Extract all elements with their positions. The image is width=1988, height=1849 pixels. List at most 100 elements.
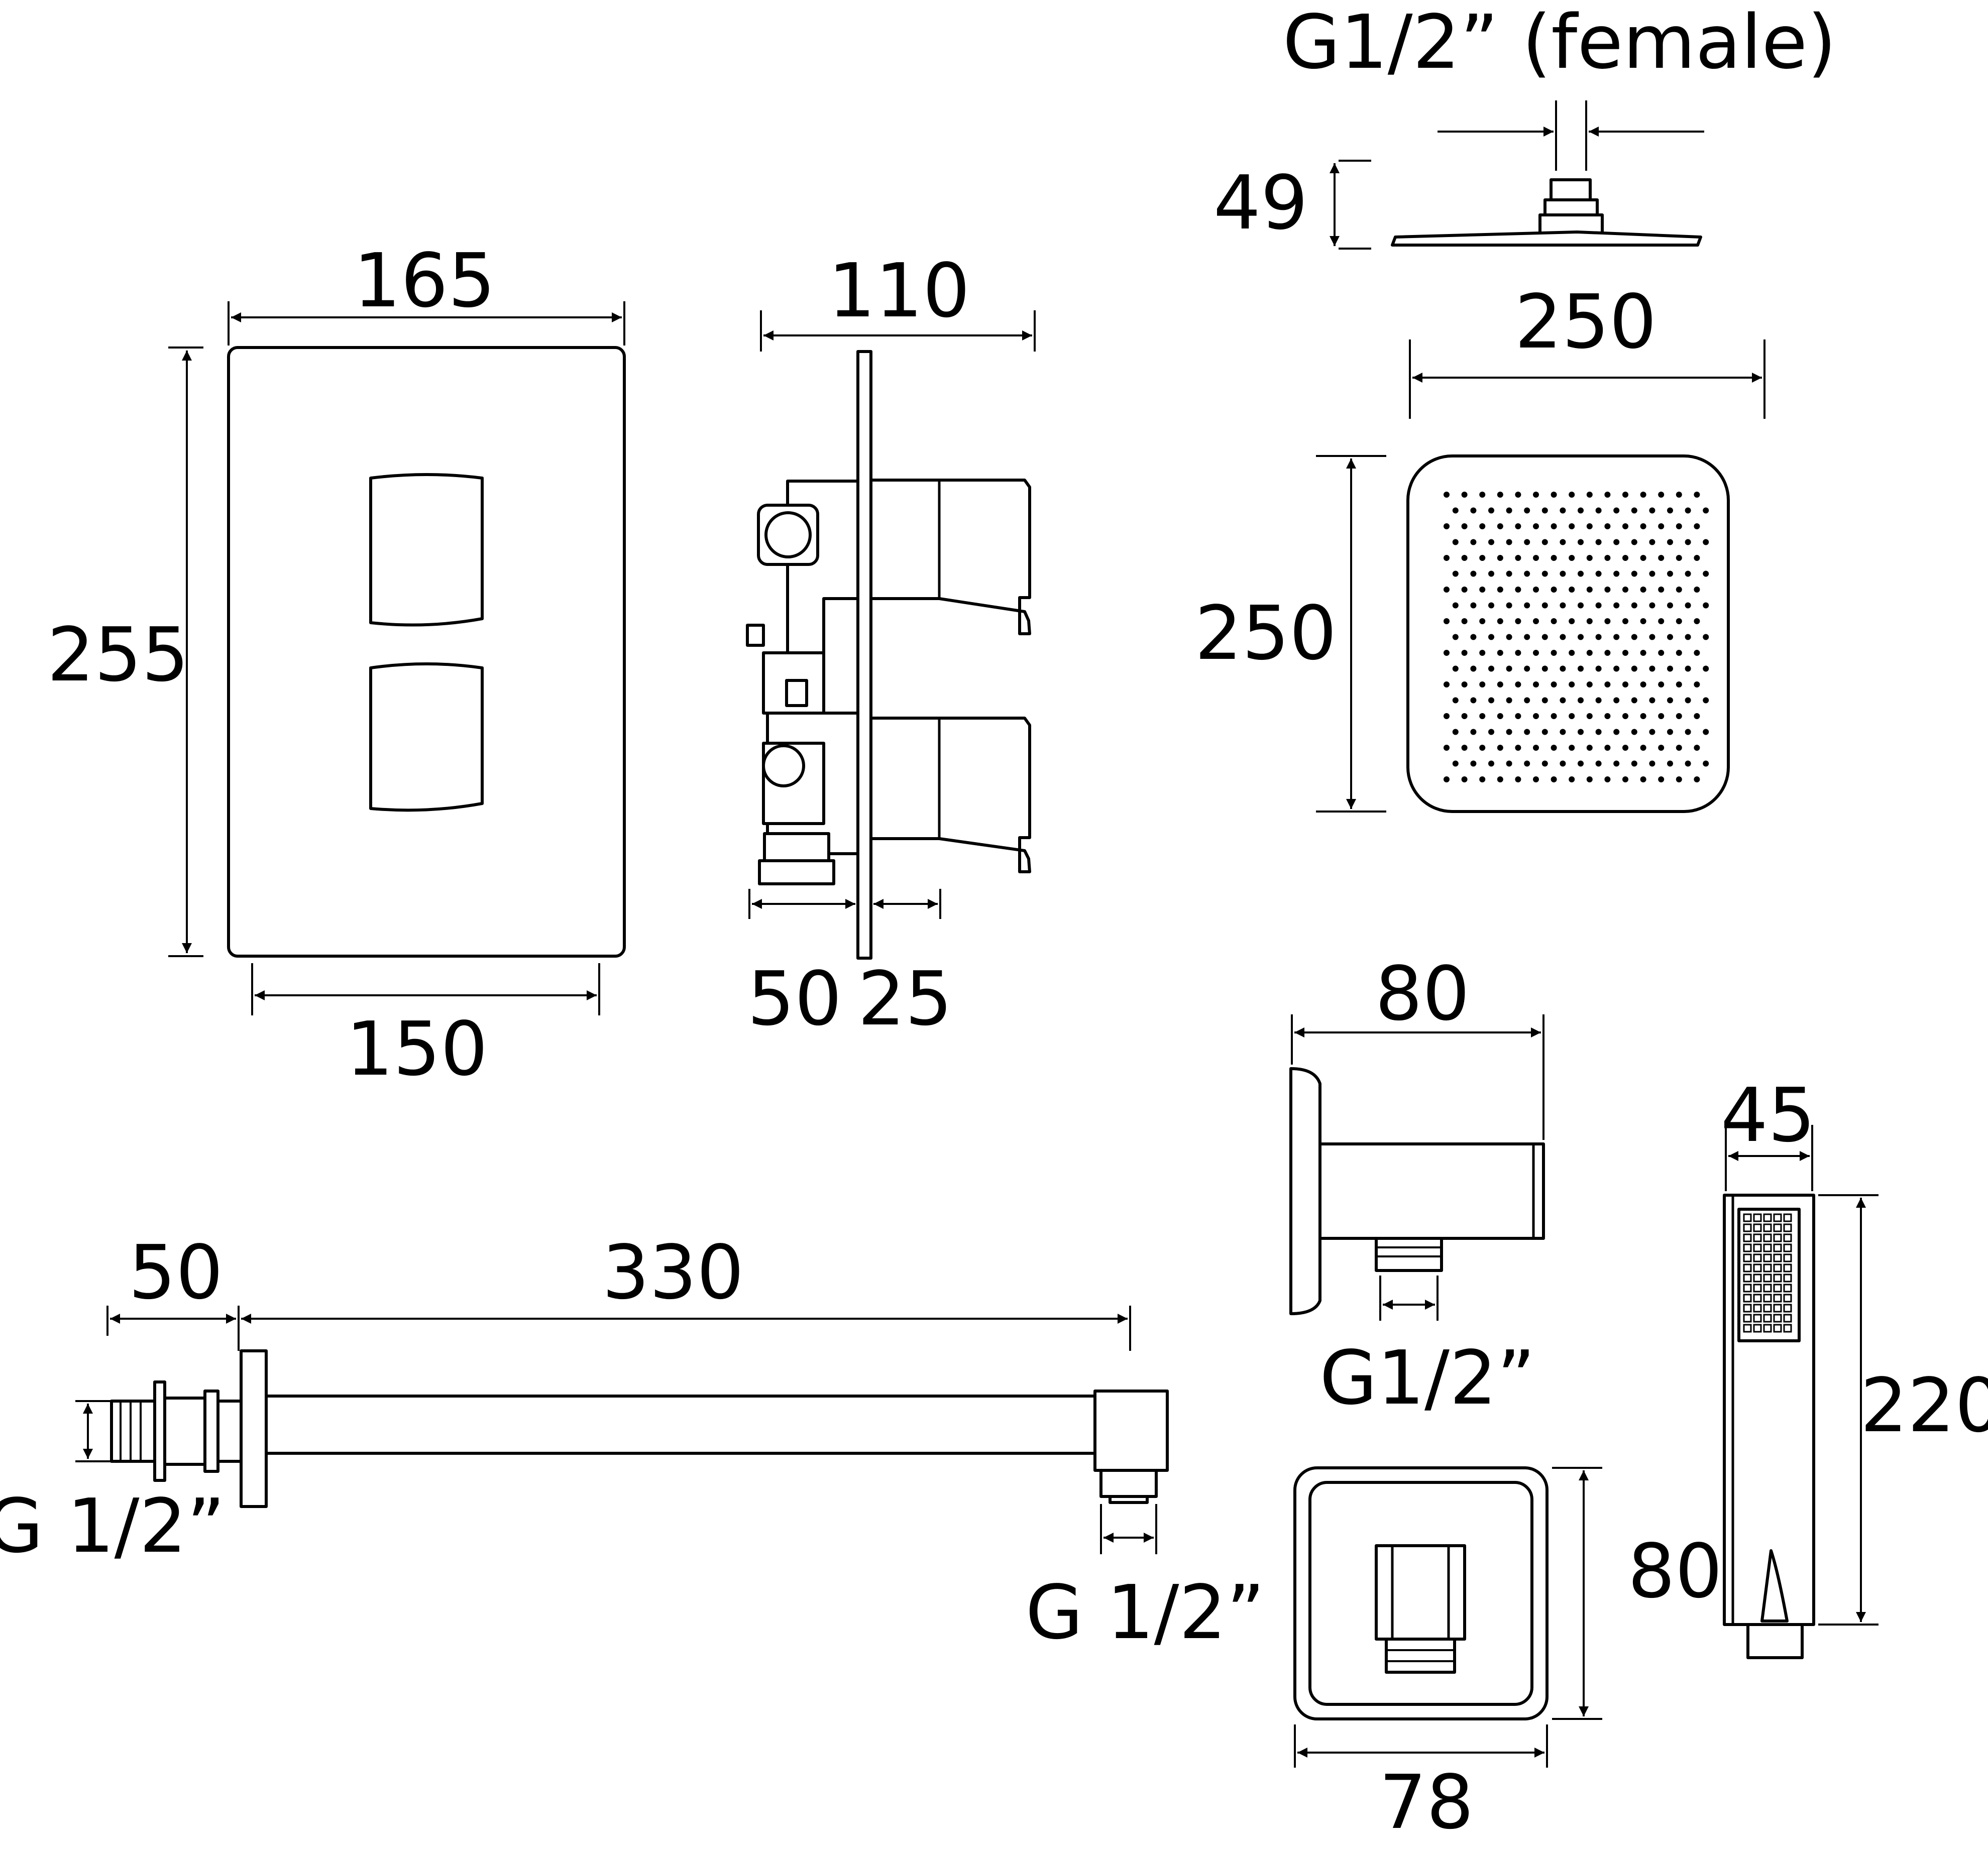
nozzle-dot [1622,776,1628,782]
nozzle-dot [1586,523,1593,529]
nozzle-dot [1604,587,1611,593]
nozzle-dot [1488,760,1494,767]
nozzle-dot [1444,587,1450,593]
nozzle-dot [1658,587,1665,593]
nozzle-dot [1649,602,1655,609]
valve-handle-bottom [369,662,484,812]
handset-nozzle [1753,1274,1762,1283]
handset-nozzle [1783,1213,1792,1222]
nozzle-dot [1595,507,1602,514]
nozzle-dot [1444,713,1450,719]
nozzle-dot [1613,729,1620,735]
handset-nozzle [1743,1253,1752,1262]
dim-label-150: 150 [346,1006,488,1092]
nozzle-dot [1444,650,1450,656]
nozzle-dot [1613,602,1620,609]
handset-nozzle [1743,1213,1752,1222]
nozzle-dot [1533,713,1539,719]
nozzle-dot [1479,745,1486,751]
nozzle-dot [1470,665,1477,672]
nozzle-dot [1461,492,1468,498]
dim-label-25: 25 [858,956,952,1042]
nozzle-dot [1694,681,1700,687]
nozzle-dot [1604,776,1611,782]
nozzle-dot [1631,507,1637,514]
nozzle-dot [1622,555,1628,561]
nozzle-dot [1524,570,1530,577]
outlet-front-thread [1385,1638,1456,1674]
dim-label-50: 50 [747,956,842,1042]
nozzle-dot [1452,539,1459,545]
handset-nozzle [1753,1253,1762,1262]
nozzle-dot [1649,760,1655,767]
handset-nozzle [1773,1324,1782,1333]
nozzle-dot [1586,618,1593,624]
nozzle-dot [1640,650,1646,656]
handset-nozzle [1753,1243,1762,1252]
nozzle-dot [1497,618,1503,624]
nozzle-dot [1649,570,1655,577]
nozzle-dot [1452,602,1459,609]
nozzle-dot [1452,697,1459,704]
nozzle-dot [1488,634,1494,640]
nozzle-dot [1506,697,1512,704]
dim-label-330: 330 [602,1229,744,1316]
handset-nozzle [1763,1223,1772,1232]
nozzle-dot [1694,713,1700,719]
nozzle-dot [1676,618,1682,624]
shower-head-top-view: 250 250 [1195,279,1765,813]
arm-outlet-thread [1099,1469,1158,1498]
nozzle-dot [1676,776,1682,782]
nozzle-dot [1685,570,1691,577]
nozzle-dot [1524,697,1530,704]
arm-outlet-tip [1109,1495,1149,1504]
nozzle-dot [1569,681,1575,687]
nozzle-dot [1595,570,1602,577]
nozzle-dot [1515,681,1521,687]
nozzle-dot [1676,745,1682,751]
nozzle-dot [1506,665,1512,672]
handset-nozzle [1763,1314,1772,1323]
nozzle-dot [1595,634,1602,640]
nozzle-dot [1479,681,1486,687]
handset-nozzle [1763,1294,1772,1303]
nozzle-dot [1560,729,1566,735]
nozzle-dot [1667,570,1673,577]
handset-nozzle [1753,1304,1762,1313]
nozzle-dot [1667,539,1673,545]
nozzle-dot [1569,587,1575,593]
nozzle-dot [1551,618,1557,624]
nozzle-dot [1444,618,1450,624]
nozzle-dot [1444,681,1450,687]
nozzle-dot [1676,681,1682,687]
nozzle-dot [1497,713,1503,719]
handset-nozzle-grid [1743,1213,1792,1333]
nozzle-dot [1506,507,1512,514]
valve-front-view: 165 255 150 [47,238,626,1092]
nozzle-dot [1631,729,1637,735]
nozzle-dot [1533,650,1539,656]
nozzle-dot [1551,681,1557,687]
head-plate-side [1391,230,1702,247]
nozzle-dot [1479,776,1486,782]
nozzle-dot [1622,650,1628,656]
nozzle-dot [1569,776,1575,782]
nozzle-dot [1667,729,1673,735]
nozzle-dot [1461,650,1468,656]
nozzle-dot [1551,555,1557,561]
nozzle-dot [1488,539,1494,545]
nozzle-dot [1685,665,1691,672]
handset-nozzle [1763,1213,1772,1222]
nozzle-dot [1488,602,1494,609]
handset-connector-base [1746,1623,1804,1659]
nozzle-dot [1452,665,1459,672]
nozzle-dot [1694,555,1700,561]
handset-connector-cone [1760,1549,1789,1623]
dim-label-165: 165 [354,238,496,324]
nozzle-dot [1452,570,1459,577]
handset-nozzle [1763,1274,1772,1283]
dim-label-49: 49 [1213,160,1308,246]
nozzle-dot [1533,776,1539,782]
